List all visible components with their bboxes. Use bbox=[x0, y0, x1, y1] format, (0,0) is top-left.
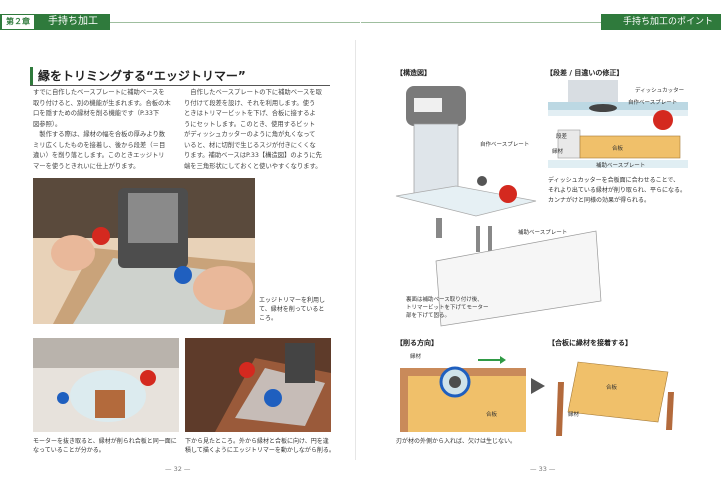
photo-a-caption: モーターを抜き取ると、縁材が削られ合板と同一面に なっていることが分かる。 bbox=[33, 438, 177, 454]
label-glue-plywood: 合板 bbox=[606, 385, 618, 391]
header-rule-right bbox=[361, 22, 601, 23]
label-aux-base: 補助ベースプレート bbox=[518, 230, 568, 236]
label-self-base: 自作ベースプレート bbox=[480, 142, 530, 148]
page-number-left: — 32 — bbox=[165, 465, 191, 473]
chapter-tab: 第２章 手持ち加工 bbox=[0, 14, 110, 30]
glue-diagram bbox=[548, 352, 688, 436]
structure-title: 【構造図】 bbox=[396, 69, 431, 77]
label-cut-edge: 縁材 bbox=[410, 354, 422, 360]
label-cut-plywood: 合板 bbox=[486, 412, 498, 418]
photo-b-caption: 下から見たところ。外から縁材と合板に向け、円を逢 積して描くようにエッジトリマー… bbox=[185, 438, 335, 454]
label-step-self: 自作ベースプレート bbox=[628, 100, 678, 106]
chapter-title: 手持ち加工 bbox=[48, 16, 98, 27]
photo-from-below bbox=[185, 338, 331, 432]
label-glue-edge: 縁材 bbox=[568, 412, 580, 418]
photo-motor-removed bbox=[33, 338, 179, 432]
body-column-1: すでに自作したベースプレートに補助ベースを 取り付けると、別の機能が生まれます。… bbox=[33, 89, 171, 170]
label-step-gap: 段差 bbox=[556, 134, 568, 140]
chapter-number: 第２章 bbox=[2, 15, 34, 29]
glue-title: 【合板に縁材を接着する】 bbox=[548, 339, 632, 347]
body-column-2: 自作したベースプレートの下に補助ベースを取 り付けて段差を設け、それを利用します… bbox=[184, 89, 322, 170]
structure-diagram bbox=[395, 76, 602, 327]
article-title: 縁をトリミングする“エッジトリマー” bbox=[38, 69, 246, 83]
label-step-aux: 補助ベースプレート bbox=[596, 163, 646, 169]
cut-title: 【削る方向】 bbox=[396, 339, 438, 347]
cut-diagram bbox=[400, 348, 526, 432]
label-step-plywood: 合板 bbox=[612, 146, 624, 152]
title-accent bbox=[30, 67, 33, 85]
page-number-right: — 33 — bbox=[530, 465, 556, 473]
structure-note: 裏面は補助ベース取り付け後、 トリマービットを下げてモーター 部を下げて固る。 bbox=[406, 297, 489, 319]
label-dish: ディッシュカッター bbox=[635, 88, 685, 94]
main-photo bbox=[33, 178, 255, 324]
gutter bbox=[355, 40, 356, 460]
step-diagram bbox=[548, 80, 688, 170]
section-tab: 手持ち加工のポイント bbox=[601, 14, 721, 30]
step-title: 【段差 / 目違いの修正】 bbox=[546, 69, 624, 77]
label-step-edge: 縁材 bbox=[552, 149, 564, 155]
step-note: ディッシュカッターを合板面に合わせることで、 それより出ている縁材が削り取られ、… bbox=[548, 177, 686, 204]
arrow-right-icon bbox=[531, 378, 545, 398]
article-title-bar: 縁をトリミングする“エッジトリマー” bbox=[30, 67, 330, 86]
cut-note: 刃が材の外側から入れば、欠けは生じない。 bbox=[396, 438, 517, 445]
main-photo-caption: エッジトリマーを利用し て、縁材を削っていると ころ。 bbox=[259, 297, 326, 322]
header-rule-left bbox=[110, 22, 360, 23]
